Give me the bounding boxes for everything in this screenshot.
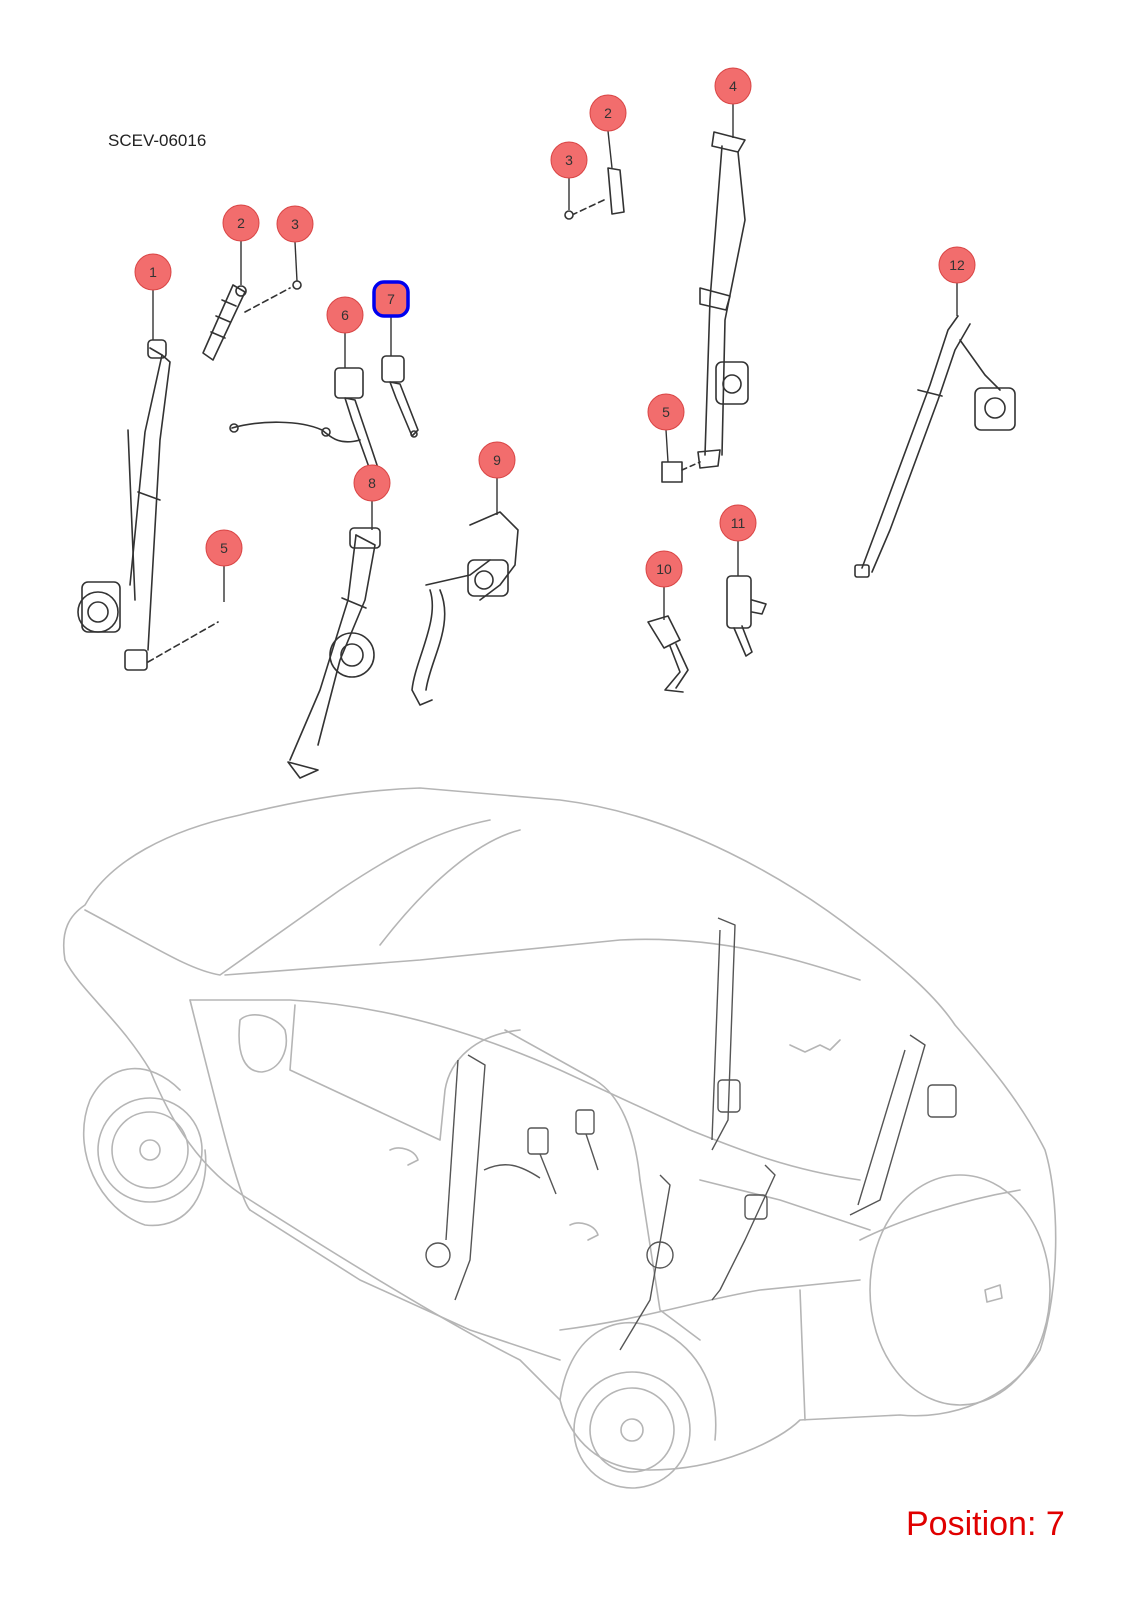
diagram-code: SCEV-06016 [108, 131, 207, 150]
callout-5[interactable]: 5 [205, 529, 243, 567]
svg-text:3: 3 [565, 152, 573, 168]
callout-3[interactable]: 3 [276, 205, 314, 243]
svg-text:11: 11 [731, 515, 746, 531]
svg-text:7: 7 [387, 291, 395, 307]
svg-text:6: 6 [341, 307, 349, 323]
callout-4[interactable]: 4 [714, 67, 752, 105]
callouts: 1 2 3 2 3 4 5 5 [134, 67, 976, 588]
svg-text:2: 2 [604, 105, 612, 121]
svg-text:4: 4 [729, 78, 737, 94]
svg-text:9: 9 [493, 452, 501, 468]
callout-11[interactable]: 11 [719, 504, 757, 542]
part-rear-seat-belt-9 [411, 511, 519, 706]
vehicle-outline [62, 787, 1057, 1489]
callout-7-selected[interactable]: 7 [372, 280, 410, 318]
callout-8[interactable]: 8 [353, 464, 391, 502]
svg-text:2: 2 [237, 215, 245, 231]
part-height-adjuster-right [564, 167, 625, 220]
callout-3[interactable]: 3 [550, 141, 588, 179]
callout-5[interactable]: 5 [647, 393, 685, 431]
leader-lines [152, 104, 958, 620]
callout-2[interactable]: 2 [222, 204, 260, 242]
part-buckle-11 [726, 575, 767, 657]
part-rear-seat-belt-8 [287, 527, 381, 779]
svg-text:1: 1 [149, 264, 157, 280]
callout-9[interactable]: 9 [478, 441, 516, 479]
svg-text:8: 8 [368, 475, 376, 491]
svg-text:5: 5 [662, 404, 670, 420]
part-buckle-6 [229, 367, 379, 471]
part-front-seat-belt-4 [661, 131, 749, 483]
callout-10[interactable]: 10 [645, 550, 683, 588]
part-rear-seat-belt-12 [854, 315, 1016, 578]
svg-text:12: 12 [949, 257, 965, 273]
callout-6[interactable]: 6 [326, 296, 364, 334]
part-buckle-10 [647, 615, 689, 693]
svg-text:3: 3 [291, 216, 299, 232]
callout-1[interactable]: 1 [134, 253, 172, 291]
position-label: Position: 7 [906, 1505, 1065, 1543]
part-height-adjuster-left [202, 280, 302, 361]
part-front-seat-belt-left [77, 339, 219, 671]
svg-text:10: 10 [656, 561, 672, 577]
callout-12[interactable]: 12 [938, 246, 976, 284]
svg-text:5: 5 [220, 540, 228, 556]
part-buckle-7 [381, 355, 419, 438]
callout-2[interactable]: 2 [589, 94, 627, 132]
